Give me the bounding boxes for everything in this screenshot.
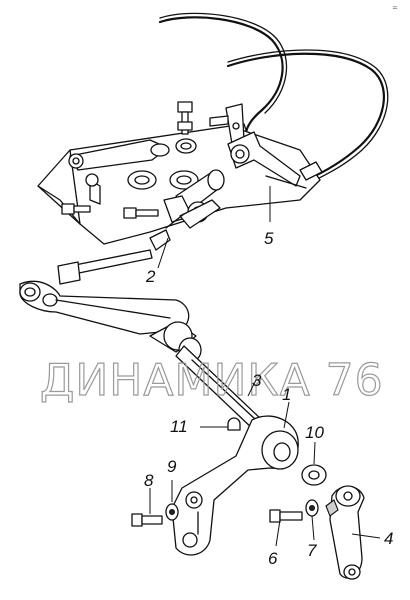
callout-10: 10 (305, 423, 324, 442)
shift-lever (171, 415, 299, 556)
callout-6: 6 (268, 549, 278, 568)
callout-5: 5 (264, 229, 274, 248)
bolt-8 (131, 513, 163, 527)
woodruff-key (227, 417, 241, 431)
callout-numbers: 1 2 3 4 5 6 7 8 9 10 11 (144, 229, 393, 568)
callout-4: 4 (384, 529, 393, 548)
upper-linkage-assembly (61, 101, 323, 229)
control-cables (158, 12, 389, 185)
callout-11: 11 (170, 417, 188, 436)
callout-2: 2 (145, 267, 156, 286)
callout-7: 7 (307, 541, 317, 560)
callout-9: 9 (167, 457, 177, 476)
corner-mark: = (392, 4, 398, 12)
shift-shaft (149, 321, 263, 431)
lever-arm-4 (325, 485, 365, 580)
washer-10 (301, 464, 327, 486)
callout-3: 3 (252, 371, 262, 390)
callout-leaders (149, 186, 381, 547)
spring-washer-7 (305, 499, 319, 517)
watermark: ДИНАМИКА 76 (40, 355, 384, 406)
callout-8: 8 (144, 471, 154, 490)
callout-1: 1 (282, 385, 291, 404)
bolt-6 (269, 509, 303, 523)
spring-washer-9 (165, 503, 179, 521)
link-rod-assembly (19, 213, 190, 335)
